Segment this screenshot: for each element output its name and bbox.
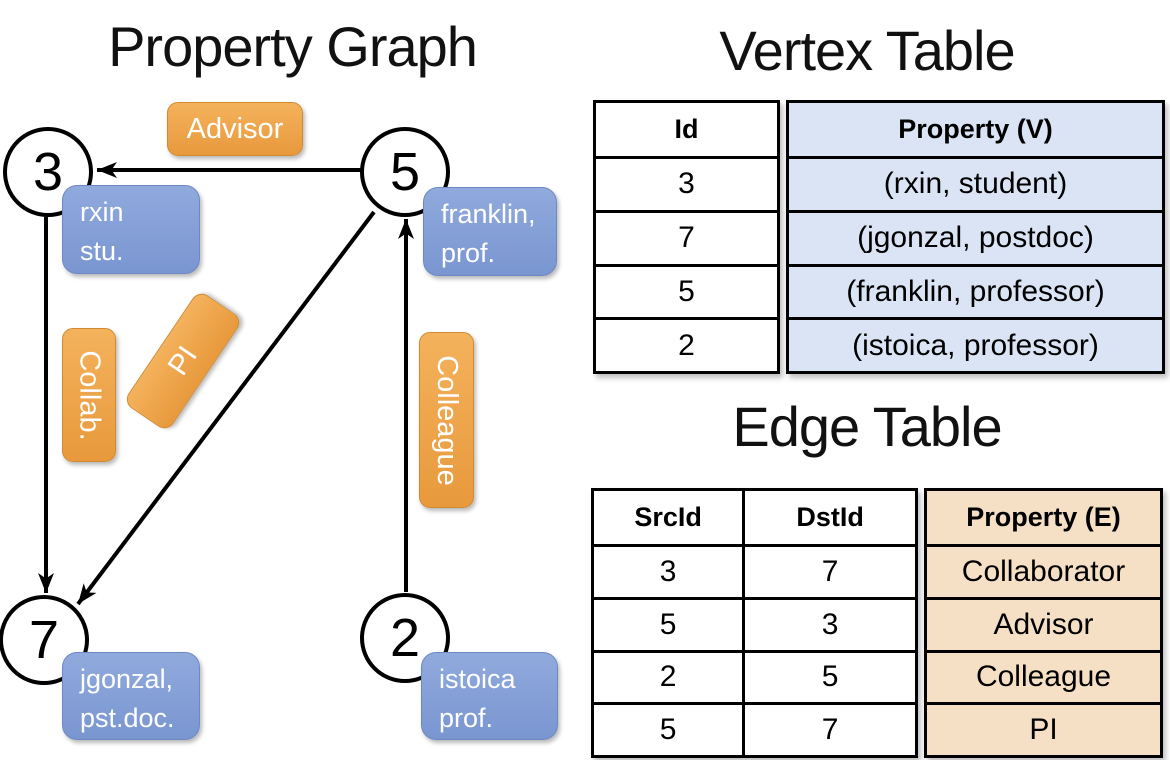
table-cell: 3 <box>596 156 777 210</box>
vertex-table-id-column: Id 3 7 5 2 <box>593 100 780 374</box>
vertex-node-5: 5 <box>360 127 450 217</box>
table-cell: Advisor <box>927 596 1160 650</box>
table-cell: (franklin, professor) <box>789 263 1162 318</box>
vertex-property-line: stu. <box>80 236 124 266</box>
table-cell: PI <box>927 702 1160 755</box>
edge-table-src-dst-columns: SrcId DstId 3 7 5 3 2 5 5 7 <box>591 488 918 758</box>
vertex-property-box-3: rxin stu. <box>62 185 200 274</box>
table-cell: 5 <box>594 702 743 755</box>
table-cell: 5 <box>594 596 743 650</box>
vertex-property-line: rxin <box>80 197 124 227</box>
vertex-property-box-2: istoica prof. <box>421 652 558 740</box>
table-cell: 2 <box>596 317 777 371</box>
vertex-table-property-header: Property (V) <box>789 103 1162 156</box>
vertex-node-2: 2 <box>360 593 450 683</box>
table-cell: 7 <box>742 702 915 755</box>
edge-table-dst-header: DstId <box>742 491 915 544</box>
vertex-id: 5 <box>389 142 421 202</box>
edge-table-property-header: Property (E) <box>927 491 1160 544</box>
table-cell: 3 <box>742 596 915 650</box>
table-cell: 7 <box>596 209 777 264</box>
edge-table-property-column: Property (E) Collaborator Advisor Collea… <box>924 488 1163 758</box>
vertex-property-line: prof. <box>441 238 496 268</box>
edge-label-text: PI <box>161 340 204 382</box>
property-graph-panel: Property Graph 3 5 7 2 Advisor <box>0 15 558 740</box>
table-cell: 5 <box>742 649 915 703</box>
table-cell: 7 <box>742 544 915 597</box>
table-cell: 5 <box>596 263 777 318</box>
edge-label-text: Collab. <box>73 349 106 441</box>
property-graph-title: Property Graph <box>108 15 478 78</box>
table-cell: (rxin, student) <box>789 156 1162 210</box>
vertex-property-line: franklin, <box>441 199 536 229</box>
edge-table-title: Edge Table <box>732 395 1002 458</box>
vertex-id: 3 <box>32 142 64 202</box>
vertex-property-box-7: jgonzal, pst.doc. <box>62 652 200 740</box>
vertex-table-title: Vertex Table <box>719 19 1015 82</box>
edge-pi-line <box>76 210 376 606</box>
edge-table-src-header: SrcId <box>634 502 702 532</box>
edge-label-text: Colleague <box>431 354 464 486</box>
table-cell: 2 <box>594 649 743 703</box>
table-cell: Collaborator <box>927 544 1160 597</box>
vertex-property-box-5: franklin, prof. <box>423 187 557 276</box>
vertex-property-line: prof. <box>439 703 494 733</box>
vertex-property-line: pst.doc. <box>80 703 175 733</box>
edge-label-collab: Collab. <box>62 328 116 462</box>
edge-label-text: Advisor <box>186 112 284 145</box>
vertex-id: 7 <box>28 610 60 670</box>
vertex-table-id-header: Id <box>674 114 699 144</box>
table-cell: Colleague <box>927 649 1160 703</box>
vertex-id: 2 <box>389 608 421 668</box>
vertex-table-property-column: Property (V) (rxin, student) (jgonzal, p… <box>786 100 1165 374</box>
table-cell: (jgonzal, postdoc) <box>789 209 1162 264</box>
edge-label-advisor: Advisor <box>167 102 303 156</box>
edge-label-colleague: Colleague <box>419 332 474 508</box>
vertex-property-line: istoica <box>439 664 516 694</box>
graph-edges <box>38 162 414 606</box>
table-cell: (istoica, professor) <box>789 317 1162 371</box>
table-cell: 3 <box>594 544 743 597</box>
vertex-property-line: jgonzal, <box>80 664 174 694</box>
